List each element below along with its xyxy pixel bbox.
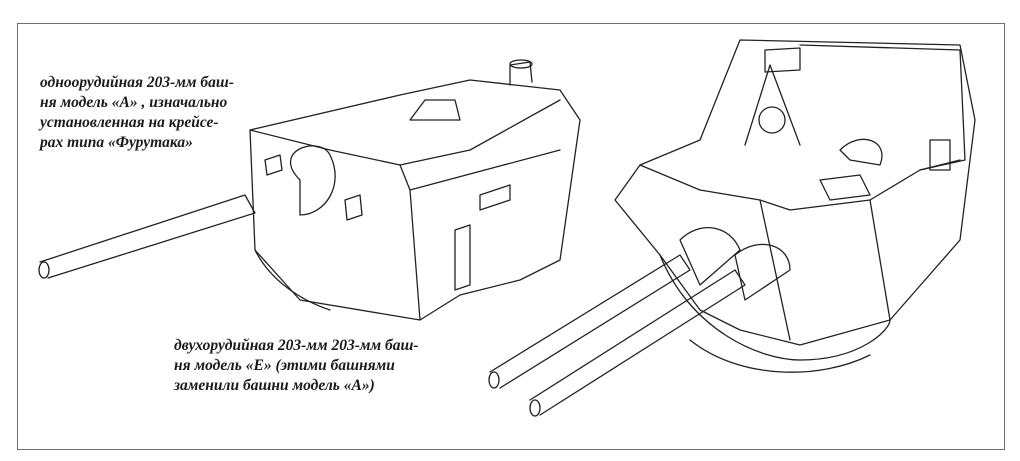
caption-line: ня модель «Е» (этими башнями	[174, 357, 395, 374]
caption-line: двухорудийная 203-мм 203-мм баш-	[174, 337, 419, 354]
caption-line: заменили башни модель «А»)	[174, 377, 375, 394]
single-gun-turret-drawing	[38, 59, 581, 321]
caption-line: одноорудийная 203-мм баш-	[40, 74, 234, 91]
caption-line: рах типа «Фурутака»	[40, 134, 193, 151]
caption-single-gun-turret: одноорудийная 203-мм баш- ня модель «А» …	[40, 73, 250, 153]
caption-twin-gun-turret: двухорудийная 203-мм 203-мм баш- ня моде…	[174, 336, 444, 396]
twin-gun-turret-drawing	[488, 39, 976, 417]
caption-line: ня модель «А» , изначально	[40, 94, 228, 111]
figure-frame	[17, 23, 1005, 450]
caption-line: установленная на крейсе-	[40, 114, 219, 131]
